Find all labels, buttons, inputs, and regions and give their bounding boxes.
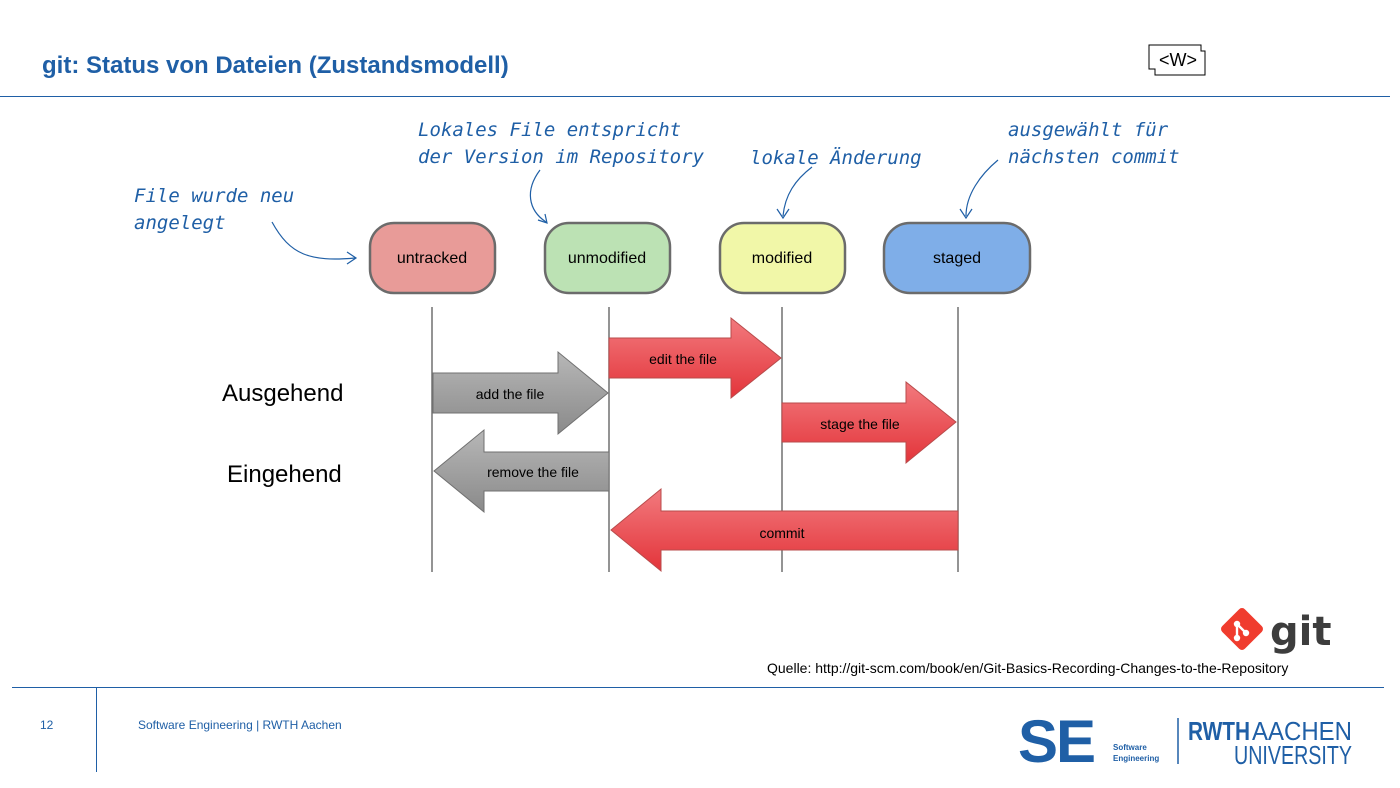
slide-title: git: Status von Dateien (Zustandsmodell) bbox=[42, 52, 509, 79]
state-label-staged: staged bbox=[933, 250, 981, 267]
rwth-logo-word1: RWTH bbox=[1188, 716, 1250, 746]
se-logo-word2: Engineering bbox=[1113, 754, 1159, 763]
state-label-unmodified: unmodified bbox=[568, 250, 646, 267]
w-badge-text: <W> bbox=[1159, 50, 1197, 70]
arrow-label-stage: stage the file bbox=[820, 416, 900, 432]
state-staged: staged bbox=[882, 221, 1032, 295]
pointer-untracked-head bbox=[346, 251, 358, 265]
footer-text: Software Engineering | RWTH Aachen bbox=[138, 718, 342, 732]
state-modified: modified bbox=[718, 221, 847, 295]
rwth-logo-word2: AACHEN bbox=[1252, 716, 1352, 746]
page-number: 12 bbox=[40, 718, 54, 732]
se-logo-word1: Software bbox=[1113, 743, 1147, 752]
pointer-staged bbox=[965, 159, 999, 217]
rwth-logo: RWTH AACHEN UNIVERSITY bbox=[1176, 712, 1366, 770]
annotation-unmodified: Lokales File entspricht der Version im R… bbox=[418, 119, 704, 168]
annotation-staged: ausgewählt für nächsten commit bbox=[1008, 119, 1180, 168]
pointer-modified bbox=[782, 166, 813, 217]
git-logo: git bbox=[1220, 607, 1350, 657]
title-divider bbox=[0, 96, 1390, 97]
arrow-remove-the-file: remove the file bbox=[433, 428, 610, 514]
state-label-untracked: untracked bbox=[397, 250, 467, 267]
pointer-unmodified bbox=[529, 169, 547, 223]
arrow-add-the-file: add the file bbox=[432, 350, 609, 436]
row-label-incoming: Eingehend bbox=[227, 461, 342, 488]
pointer-staged-head bbox=[959, 208, 973, 220]
rwth-logo-word3: UNIVERSITY bbox=[1234, 740, 1352, 768]
source-citation: Quelle: http://git-scm.com/book/en/Git-B… bbox=[767, 660, 1289, 676]
pointer-unmodified-head bbox=[537, 213, 548, 224]
state-label-modified: modified bbox=[752, 250, 812, 267]
state-unmodified: unmodified bbox=[543, 221, 672, 295]
pointer-modified-head bbox=[776, 208, 790, 220]
arrow-label-edit: edit the file bbox=[649, 351, 717, 367]
arrow-label-commit: commit bbox=[759, 525, 804, 541]
se-logo: SE Software Engineering bbox=[1018, 708, 1168, 775]
annotation-untracked: File wurde neu angelegt bbox=[134, 185, 295, 234]
arrow-label-remove: remove the file bbox=[487, 464, 579, 480]
arrow-edit-the-file: edit the file bbox=[608, 316, 782, 400]
row-label-outgoing: Ausgehend bbox=[222, 380, 344, 407]
arrow-label-add: add the file bbox=[476, 386, 545, 402]
footer-divider bbox=[12, 687, 1384, 688]
w-badge-icon: <W> bbox=[1147, 43, 1207, 77]
arrow-stage-the-file: stage the file bbox=[781, 380, 957, 465]
annotation-modified: lokale Änderung bbox=[750, 147, 922, 169]
footer-separator bbox=[96, 688, 97, 772]
state-untracked: untracked bbox=[368, 221, 497, 295]
git-logo-text: git bbox=[1270, 609, 1331, 655]
arrow-commit: commit bbox=[610, 487, 959, 573]
pointer-untracked bbox=[271, 221, 356, 260]
se-logo-mark: SE bbox=[1018, 712, 1094, 768]
